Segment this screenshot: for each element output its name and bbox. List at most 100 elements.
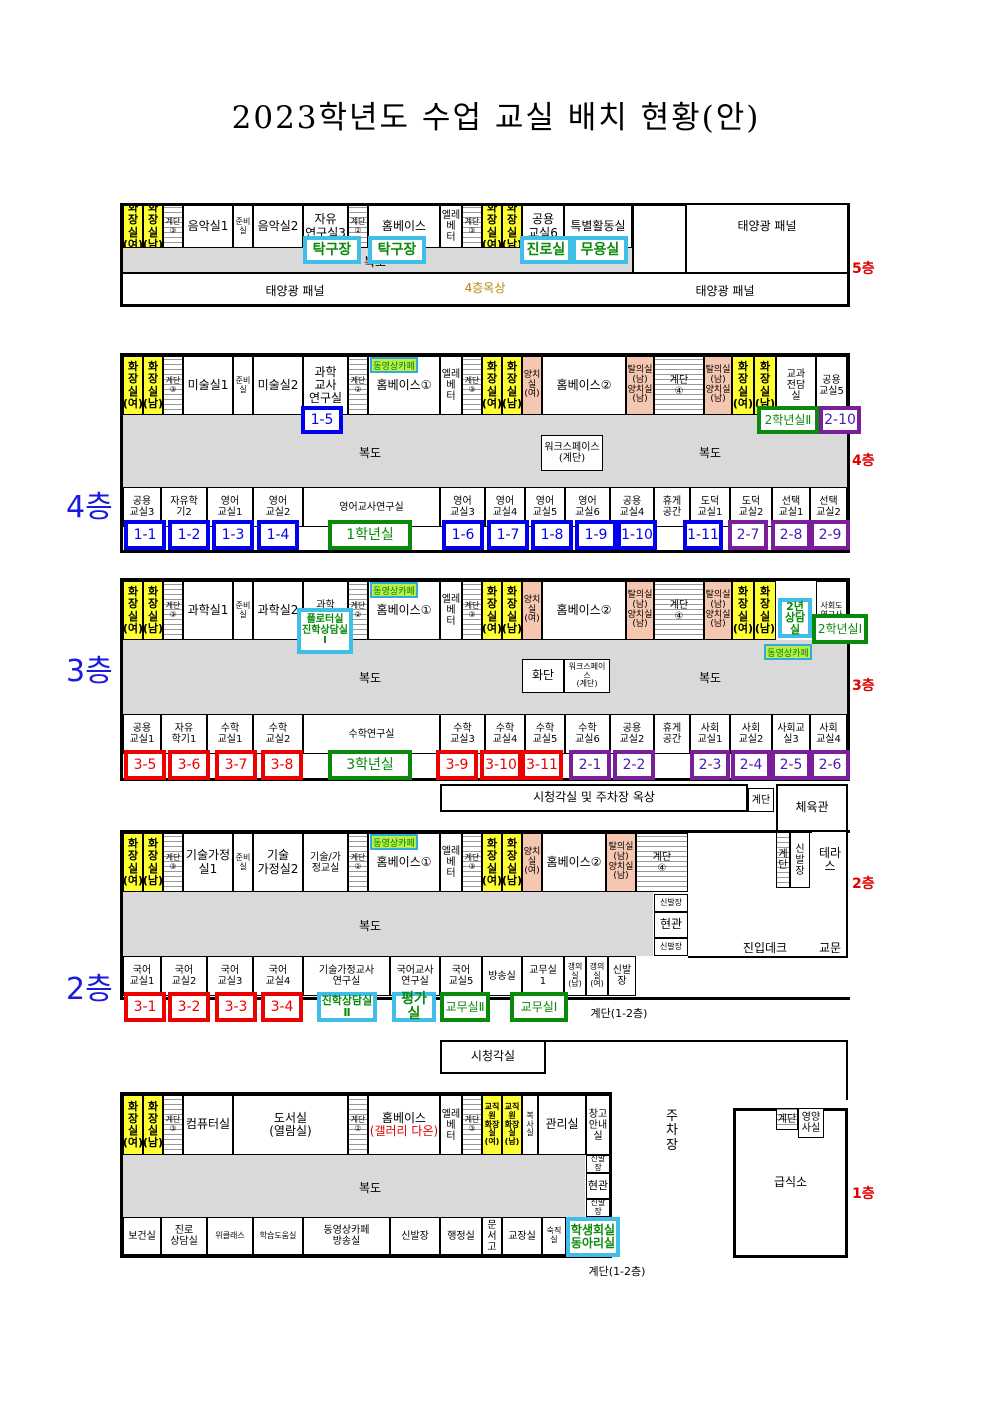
floor1-room-9: 교장실 xyxy=(502,1217,542,1255)
floor4-corridor-right: 복도 xyxy=(698,446,722,460)
floor1-room-7: 행정실 xyxy=(440,1217,482,1255)
floor4-big-label: 4층 xyxy=(66,490,113,525)
floor2-toilet-f: 화장 실 (여) xyxy=(123,833,143,892)
floor1-room-6: 신발장 xyxy=(390,1217,440,1255)
floor5-badge-4: 무용실 xyxy=(572,236,628,264)
floor3-badge-2-4: 2-4 xyxy=(731,750,771,780)
floor2-toilet-m: 화장 실 (남) xyxy=(143,833,163,892)
floor1-gallery-label: (갤러리 다온) xyxy=(369,1124,439,1138)
floor1-corridor-label: 복도 xyxy=(358,1181,382,1195)
floor1-cafeteria-label: 급식소 xyxy=(773,1175,808,1190)
floor3-label: 3층 xyxy=(852,678,875,694)
floor2-stair-right: 계 단 xyxy=(776,832,790,888)
floor2-washing: 양치실 (여) xyxy=(522,833,542,892)
floor3-room-5: 수학연구실 xyxy=(303,714,440,754)
floor4-toilet-m2: 화장 실 (남) xyxy=(502,356,522,415)
floor2-room-9: 교무실 1 xyxy=(522,956,564,996)
floor2-badge-3-2: 3-2 xyxy=(168,992,210,1022)
floor2-elevator: 엘레 베 터 xyxy=(440,833,462,892)
floor4-label: 4층 xyxy=(852,453,875,469)
floor2-changing: 탈의실 (남) 양치실 (남) xyxy=(606,833,636,892)
floor5-badge-2: 탁구장 xyxy=(368,236,426,264)
floor1-stair3: 계단 ③ xyxy=(163,1095,183,1155)
floor3-elevator: 엘레 베 터 xyxy=(440,581,462,640)
floor1-elevator: 엘레 베 터 xyxy=(440,1095,462,1155)
floor4-cafe-tag: 동영상카페 xyxy=(370,357,418,373)
floor3-toilet-m: 화장 실 (남) xyxy=(143,581,163,640)
floor2-tech-ref: 기술/가 정교실 xyxy=(303,833,348,892)
floor3-badge-counsel2: 2년 상담실 xyxy=(778,598,812,638)
floor3-corridor-right: 복도 xyxy=(698,671,722,685)
floor3-toilet-m3: 화장 실 (남) xyxy=(754,581,776,640)
floor2-stair2: 계단 ② xyxy=(348,833,368,892)
floor4-badge-grade2-2: 2학년실Ⅱ xyxy=(757,406,819,434)
floor4-changing: 탈의실 (남) 양치실 (남) xyxy=(626,356,654,415)
floor3-washing: 양치실 (여) xyxy=(522,581,542,640)
floor1-room-2: 진로 상담실 xyxy=(161,1217,207,1255)
floor3-badge-plotter: 플로터실 진학상담실Ⅰ xyxy=(297,608,353,654)
floor3-room-4: 수학 교실2 xyxy=(253,714,303,754)
floor5-badge-1: 탁구장 xyxy=(303,236,361,264)
floor2-room-12: 신발 장 xyxy=(608,956,636,996)
floor3-changing: 탈의실 (남) 양치실 (남) xyxy=(626,581,654,640)
floor3-badge-grade2-1: 2학년실Ⅰ xyxy=(812,614,868,644)
floor2-gate: 교문 xyxy=(818,941,842,955)
floor2-tech2: 기술 가정실2 xyxy=(253,833,303,892)
floor2-room-10: 갱의 실 (남) xyxy=(564,956,586,996)
floor1-shoe-1: 신발장 xyxy=(586,1155,610,1173)
floor3-badge-2-5: 2-5 xyxy=(771,750,811,780)
floor4-badge-2-10: 2-10 xyxy=(819,406,861,434)
floor3-big-label: 3층 xyxy=(66,654,113,689)
floor1-toilet-m: 화장 실 (남) xyxy=(143,1095,163,1155)
floor4-washing: 양치실 (여) xyxy=(522,356,542,415)
floor1-library: 도서실 (열람실) xyxy=(233,1095,348,1155)
floor3-stair4: 계단 ④ xyxy=(654,581,704,640)
floor3-badge-3-10: 3-10 xyxy=(480,750,522,780)
floor2-room-11: 갱의 실 (여) xyxy=(586,956,608,996)
floor2-corridor xyxy=(123,892,653,956)
floor2-badge-3-4: 3-4 xyxy=(261,992,303,1022)
floor5-solar-2: 태양광 패널 xyxy=(265,284,325,298)
floor4-corridor xyxy=(123,415,847,487)
floor4-badge-1-6: 1-6 xyxy=(442,520,484,550)
floor2-big-label: 2층 xyxy=(66,972,113,1007)
floor1-shoe-2: 신발장 xyxy=(586,1199,610,1217)
floor3-room-13: 사회 교실2 xyxy=(730,714,772,754)
floor5-prep1: 준비실 xyxy=(233,205,253,248)
floor3-hwadan: 화단 xyxy=(522,659,564,693)
floor5-elevator: 엘레 베 터 xyxy=(440,205,462,248)
floor3-toilet-f2: 화장 실 (여) xyxy=(482,581,502,640)
floor1-room-4: 학습도움실 xyxy=(253,1217,303,1255)
floor3-corridor-left: 복도 xyxy=(358,671,382,685)
floor2-room-1: 국어 교실1 xyxy=(123,956,161,996)
floor3-badge-3-11: 3-11 xyxy=(521,750,563,780)
floor2-prep: 준비실 xyxy=(233,833,253,892)
floor2-room-2: 국어 교실2 xyxy=(161,956,207,996)
floor2-tech1: 기술가정 실1 xyxy=(183,833,233,892)
floor2-stair4: 계단 ④ xyxy=(636,833,688,892)
floor1-office: 관리실 xyxy=(538,1095,586,1155)
floor4-common5: 공용 교실5 xyxy=(816,356,847,415)
floor2-room-3: 국어 교실3 xyxy=(207,956,253,996)
floor2-shoe-2: 신발장 xyxy=(654,938,688,956)
floor4-toilet-m: 화장 실 (남) xyxy=(143,356,163,415)
floor1-audio: 시청각실 xyxy=(440,1040,546,1074)
floor3-audio-roof: 시청각실 및 주차장 옥상 xyxy=(440,784,748,812)
floor3-room-11: 휴게 공간 xyxy=(654,714,690,754)
floor1-room-8: 문서 고 xyxy=(482,1217,502,1255)
floor2-room-7: 국어 교실5 xyxy=(440,956,482,996)
floor2-entrance: 현관 xyxy=(654,912,688,938)
floor2-terrace: 테라 스 xyxy=(812,832,848,888)
floor2-right-line xyxy=(688,956,848,958)
floor3-badge-3-5: 3-5 xyxy=(124,750,166,780)
floor3-room-3: 수학 교실1 xyxy=(207,714,253,754)
floor2-entry-deck: 진입데크 xyxy=(742,941,788,955)
floor2-homebase2: 홈베이스② xyxy=(542,833,606,892)
floor4-room-11: 휴게 공간 xyxy=(654,487,690,527)
floor2-badge-counsel2: 진학상담실Ⅱ xyxy=(317,992,377,1022)
floor3-stair3: 계단 ③ xyxy=(163,581,183,640)
floor4-corridor-left: 복도 xyxy=(358,446,382,460)
floor4-badge-2-9: 2-9 xyxy=(810,520,850,550)
floor1-window: 창고 안내 실 xyxy=(586,1095,610,1155)
floor3-badge-grade3: 3학년실 xyxy=(328,750,412,780)
